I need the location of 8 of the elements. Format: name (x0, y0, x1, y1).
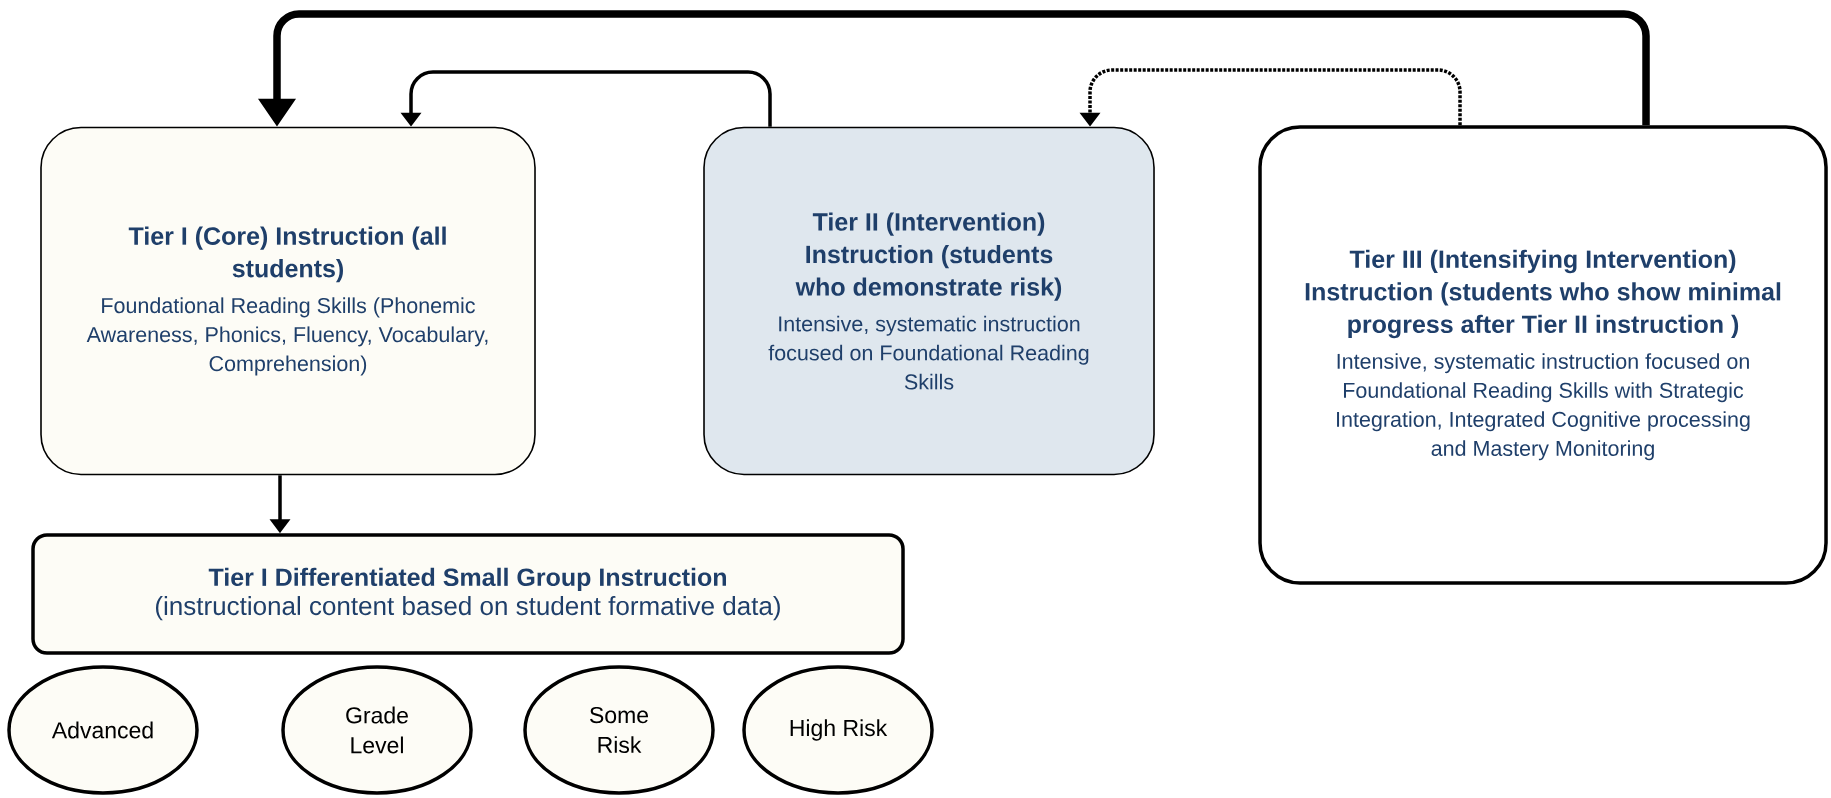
level-oval: High Risk (742, 665, 934, 795)
level-oval: Some Risk (523, 665, 715, 795)
tier-box: Tier III (Intensifying Intervention) Instruction (students who show minimal progress after Tier II instruction ) Intensive, systematic instruction focused on Foundational Reading Skills with Strategic Integration, Integrated Cognitive processing and Mastery Monitoring (1258, 125, 1828, 585)
group-box: Tier I Differentiated Small Group Instruction (instructional content based on student formative data) (31, 533, 905, 655)
level-oval: Advanced (7, 665, 199, 795)
level-oval: Grade Level (281, 665, 473, 795)
tier-box: Tier II (Intervention) Instruction (students who demonstrate risk) Intensive, systematic instruction focused on Foundational Reading Skills (703, 126, 1155, 476)
tier-box: Tier I (Core) Instruction (all students) Foundational Reading Skills (Phonemic Awareness, Phonics, Fluency, Vocabulary, Comprehension) (40, 126, 536, 476)
